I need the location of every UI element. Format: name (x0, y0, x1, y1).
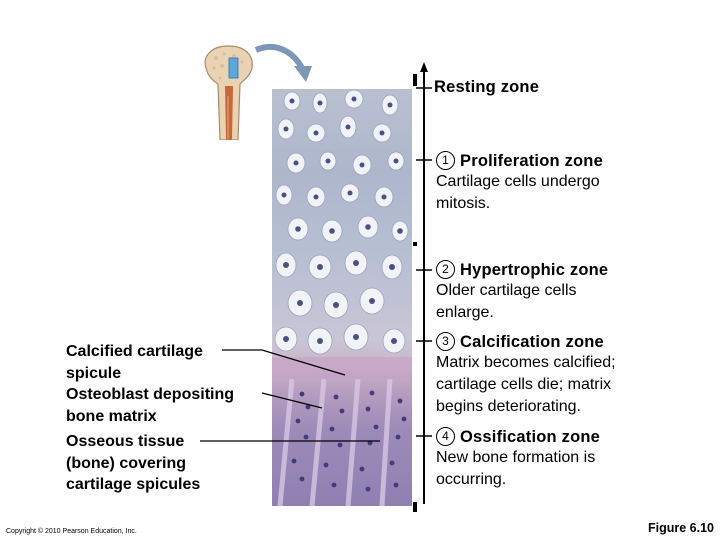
marrow-cavity (225, 86, 233, 140)
zone-number-badge: 2 (436, 260, 455, 279)
leader-osteoblast (261, 392, 323, 409)
zone-proliferation: 1 Proliferation zone Cartilage cells unde… (436, 151, 603, 215)
zone-number-badge: 3 (436, 332, 455, 351)
zone-calcification-description: Matrix becomes calcified;cartilage cells… (436, 354, 616, 415)
figure-number: Figure 6.10 (648, 521, 714, 535)
zone-hypertrophic-title: Hypertrophic zone (460, 261, 609, 279)
zone-ossification: 4 Ossification zone New bone formation is… (436, 427, 600, 491)
zone-calcification-title: Calcification zone (460, 333, 604, 351)
curved-arrow-icon (254, 43, 305, 70)
bone-sketch (198, 40, 318, 141)
growth-plate-micrograph (272, 89, 412, 506)
zone-proliferation-title: Proliferation zone (460, 152, 603, 170)
growth-plate-highlight (228, 57, 239, 79)
zone-ossification-title: Ossification zone (460, 428, 601, 446)
zone-number-badge: 4 (436, 427, 455, 446)
leader-calcified (222, 349, 346, 376)
zone-number-badge: 1 (436, 151, 455, 170)
zone-hypertrophic: 2 Hypertrophic zone Older cartilage cells… (436, 260, 608, 324)
zone-bracket (412, 62, 442, 512)
zone-resting-title: Resting zone (434, 78, 540, 96)
zone-calcification: 3 Calcification zone Matrix becomes calci… (436, 332, 616, 418)
copyright-text: Copyright © 2010 Pearson Education, Inc. (6, 528, 137, 535)
